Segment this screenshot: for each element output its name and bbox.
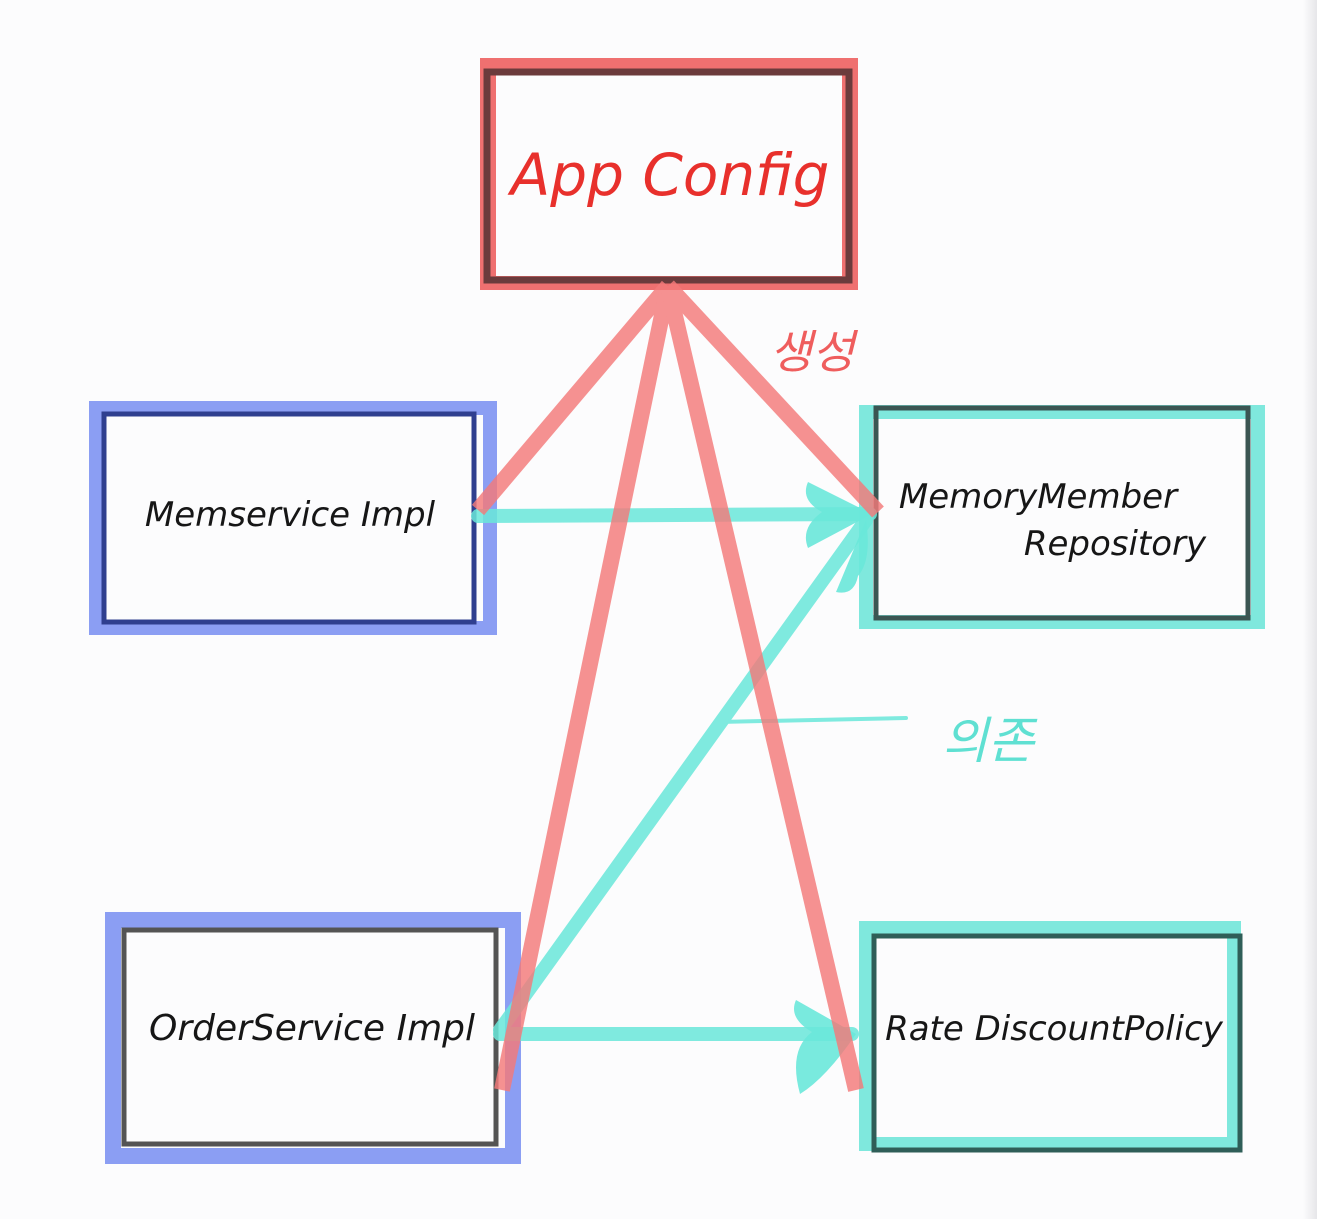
memory-repo-label-line1: MemoryMember	[899, 477, 1179, 517]
edge-order-to-repo	[493, 513, 873, 1037]
edge-config-to-mem	[471, 280, 675, 516]
edge-config-to-repo	[662, 280, 884, 518]
rate-policy-frame	[859, 921, 1241, 1151]
depend-annotation: 의존	[942, 712, 1038, 770]
edge-config-to-order	[494, 284, 676, 1092]
depend-edges	[471, 507, 908, 1041]
arrowhead-order-to-policy	[794, 1000, 856, 1094]
node-order-service: OrderService Impl	[105, 912, 521, 1164]
rate-policy-label: Rate DiscountPolicy	[885, 1009, 1224, 1049]
node-mem-service: Memservice Impl	[89, 401, 497, 635]
arrowhead-order-to-repo	[836, 520, 868, 593]
arrowhead-mem-to-repo	[805, 482, 872, 548]
node-app-config: App Config	[480, 58, 858, 290]
app-config-label: App Config	[507, 141, 830, 209]
create-annotation: 생성	[770, 325, 859, 379]
node-memory-repo: MemoryMember Repository	[859, 405, 1265, 629]
app-config-border	[483, 68, 853, 284]
edge-mem-to-repo	[471, 507, 877, 523]
memory-repo-frame	[859, 405, 1265, 629]
order-service-label: OrderService Impl	[149, 1008, 475, 1049]
mem-service-label: Memservice Impl	[145, 495, 436, 535]
create-edges	[471, 280, 884, 1092]
rate-policy-border	[871, 933, 1243, 1153]
depend-annotation-leader	[716, 716, 908, 724]
right-edge-shadow	[1303, 0, 1317, 1219]
node-rate-policy: Rate DiscountPolicy	[859, 921, 1243, 1153]
memory-repo-label-line2: Repository	[1024, 524, 1207, 564]
depend-arrowheads	[794, 482, 872, 1094]
edge-config-to-policy	[660, 284, 864, 1092]
